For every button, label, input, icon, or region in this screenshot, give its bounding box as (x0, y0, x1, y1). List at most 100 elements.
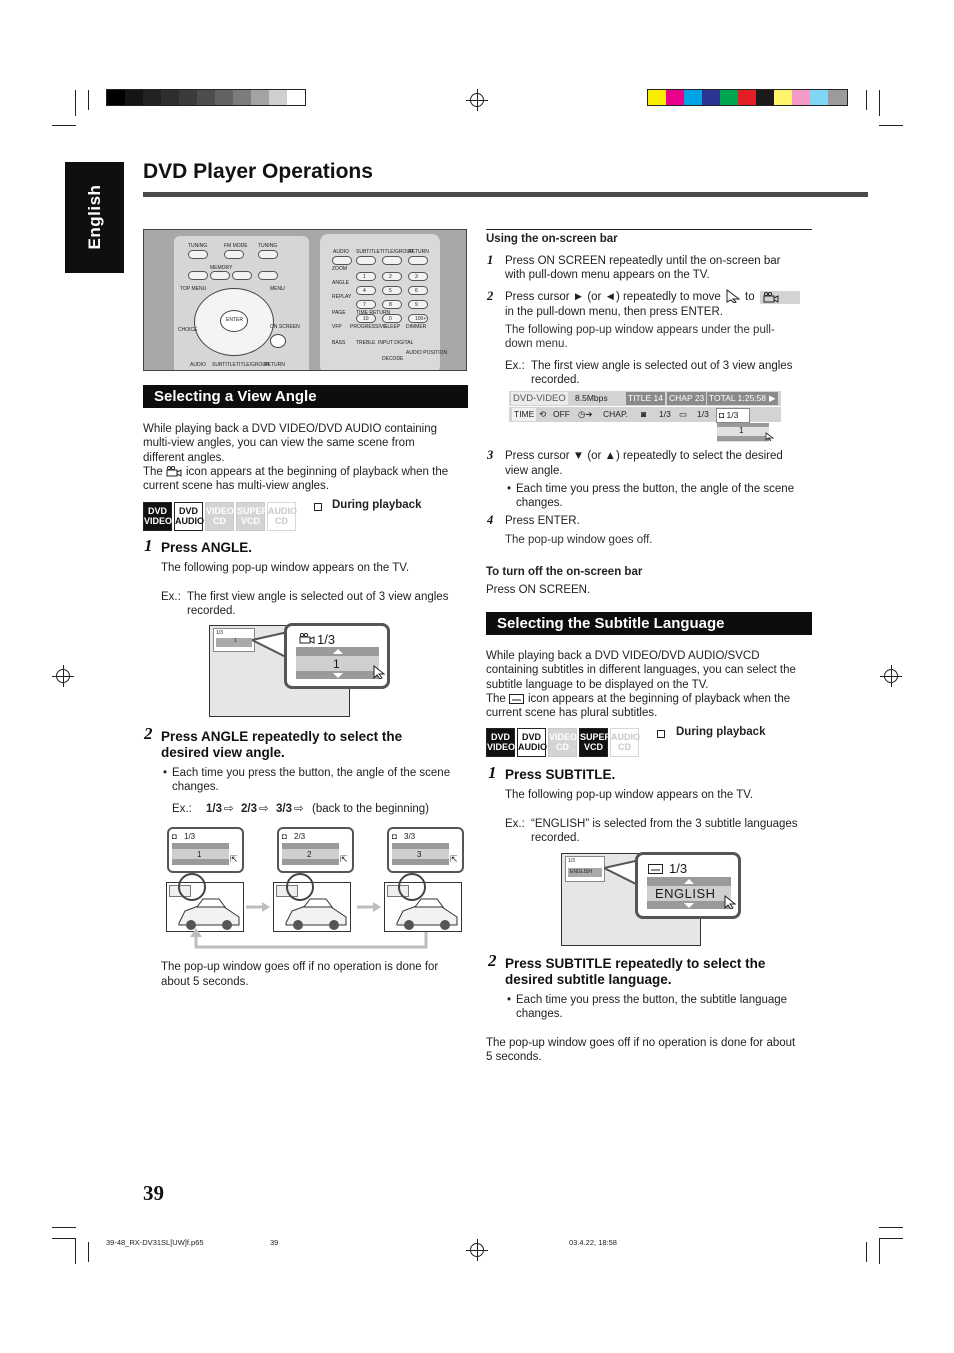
section-heading-subtitle: Selecting the Subtitle Language (486, 612, 812, 635)
grayscale-calibration-bar (106, 89, 306, 106)
subtitle-example-line-2: recorded. (531, 832, 580, 844)
remote-number-key-label: 9 (415, 302, 418, 308)
remote-label-subtitle: SUBTITLE (356, 249, 380, 255)
on-screen-bar-heading: Using the on-screen bar (486, 233, 618, 245)
subtitle-intro-1: While playing back a DVD VIDEO/DVD AUDIO… (486, 650, 760, 662)
step-2-heading-line-2: desired view angle. (161, 745, 285, 760)
remote-number-key-label: 100+ (415, 316, 427, 322)
remote-on-screen-button (270, 334, 286, 348)
remote-label-title-group-bottom: TITLE/GROUP (236, 362, 270, 368)
osb-step-4-note: The pop-up window goes off. (505, 534, 653, 546)
angle-close-note-1: The pop-up window goes off if no operati… (161, 961, 439, 973)
osd-play-icon: ▶ (767, 392, 778, 405)
right-top-rule (486, 229, 812, 230)
angle-icon (763, 292, 779, 303)
view-angle-intro-4b: icon appears at the beginning of playbac… (186, 466, 449, 478)
remote-label-return: RETURN (408, 249, 429, 255)
angle-menu-box (760, 291, 800, 304)
angle-popup-value: 1/3 (317, 632, 336, 647)
cursor-hand-icon (726, 289, 741, 303)
osb-step-4-text: Press ENTER. (505, 515, 580, 527)
step-2-number: 2 (144, 724, 153, 743)
subtitle-intro-3: subtitle language to be displayed on the… (486, 679, 709, 691)
remote-number-key: 8 (382, 300, 402, 309)
example-1-line-1: The first view angle is selected out of … (187, 591, 449, 603)
subtitle-step-2-line-1: Press SUBTITLE repeatedly to select the (505, 956, 766, 971)
bullet-dot: • (163, 767, 168, 779)
osb-step-2-note-1: The following pop-up window appears unde… (505, 324, 775, 336)
registration-mark-bottom (466, 1239, 488, 1261)
popup-down-arrow (333, 673, 343, 678)
subtitle-step-2-number: 2 (488, 951, 497, 970)
osb-step-3-bullet-2: changes. (516, 497, 563, 509)
remote-label-replay: REPLAY (332, 294, 352, 300)
remote-number-key: 3 (408, 272, 428, 281)
car-illustration (396, 898, 458, 930)
osb-example-label: Ex.: (505, 360, 525, 372)
tv-mini-popup-value: 1/3 (216, 630, 223, 636)
subtitle-step-1-text: The following pop-up window appears on t… (505, 789, 754, 801)
osb-step-3-line-2: view angle. (505, 465, 563, 477)
loop-back-arrow (190, 928, 428, 949)
remote-label-time-return: TIME RETURN (356, 310, 391, 316)
language-label: English (85, 184, 104, 250)
registration-mark-right (880, 665, 902, 687)
tv-mini-popup: 1/3 1 (213, 628, 255, 652)
remote-number-key-label: 3 (415, 274, 418, 280)
during-playback-checkbox (657, 730, 665, 738)
angle-icon: ◘ (282, 832, 287, 841)
remote-label-enter: ENTER (226, 317, 243, 323)
subtitle-step-1-number: 1 (488, 763, 497, 782)
remote-label-vfp: VFP (332, 324, 342, 330)
popup-up-arrow (333, 649, 343, 654)
remote-stop-button (210, 271, 230, 280)
osd-angle-box: ◘ 1/3 (716, 408, 750, 423)
remote-number-key: 4 (356, 286, 376, 295)
remote-label-on-screen: ON SCREEN (270, 324, 300, 330)
during-playback-label-right: During playback (676, 726, 766, 738)
remote-number-key-label: 8 (389, 302, 392, 308)
subtitle-icon: ▭ (679, 409, 688, 419)
remote-number-key-label: 6 (415, 288, 418, 294)
car-illustration (285, 898, 347, 930)
zoom-circle (286, 873, 314, 901)
remote-label-audio-position: AUDIO POSITION (406, 350, 448, 356)
osd-bitrate: 8.5Mbps (575, 393, 608, 403)
turn-off-heading: To turn off the on-screen bar (486, 566, 643, 578)
subtitle-step-2-bullet-2: changes. (516, 1008, 563, 1020)
remote-number-key-label: 10 (363, 316, 369, 322)
step-2-heading-line-1: Press ANGLE repeatedly to select the (161, 729, 403, 744)
cursor-hand-icon: ⇱ (340, 854, 348, 864)
subtitle-example-label: Ex.: (505, 818, 525, 830)
subtitle-step-2-bullet-1: Each time you press the button, the subt… (516, 994, 788, 1006)
tv-mini-subtitle-selection: ENGLISH (570, 869, 592, 875)
remote-label-tuning-left: TUNING (188, 243, 208, 249)
osb-step-1-line-1: Press ON SCREEN repeatedly until the on-… (505, 255, 781, 267)
subtitle-intro-5: current scene has plural subtitles. (486, 707, 658, 719)
remote-number-key-label: 4 (363, 288, 366, 294)
remote-forward-button (258, 250, 278, 259)
subtitle-popup-selection: ENGLISH (655, 886, 716, 901)
example-1-line-2: recorded. (187, 605, 236, 617)
remote-label-zoom: ZOOM (332, 266, 347, 272)
remote-label-page: PAGE (332, 310, 346, 316)
remote-number-key: 7 (356, 300, 376, 309)
osb-step-3-line-1: Press cursor ▼ (or ▲) repeatedly to sele… (505, 450, 783, 462)
zoom-circle (398, 873, 426, 901)
example-label-1: Ex.: (161, 591, 181, 603)
remote-label-digital: INPUT DIGITAL (378, 340, 414, 346)
remote-label-audio: AUDIO (333, 249, 349, 255)
popup-angle-icon (299, 633, 315, 644)
remote-audio-button (332, 256, 352, 265)
during-playback-label-left: During playback (332, 499, 422, 511)
osd-dropdown-value: 1 (739, 426, 744, 435)
subtitle-step-1-heading: Press SUBTITLE. (505, 767, 616, 782)
osd-time: TIME (512, 408, 537, 421)
remote-number-key-label: 5 (389, 288, 392, 294)
